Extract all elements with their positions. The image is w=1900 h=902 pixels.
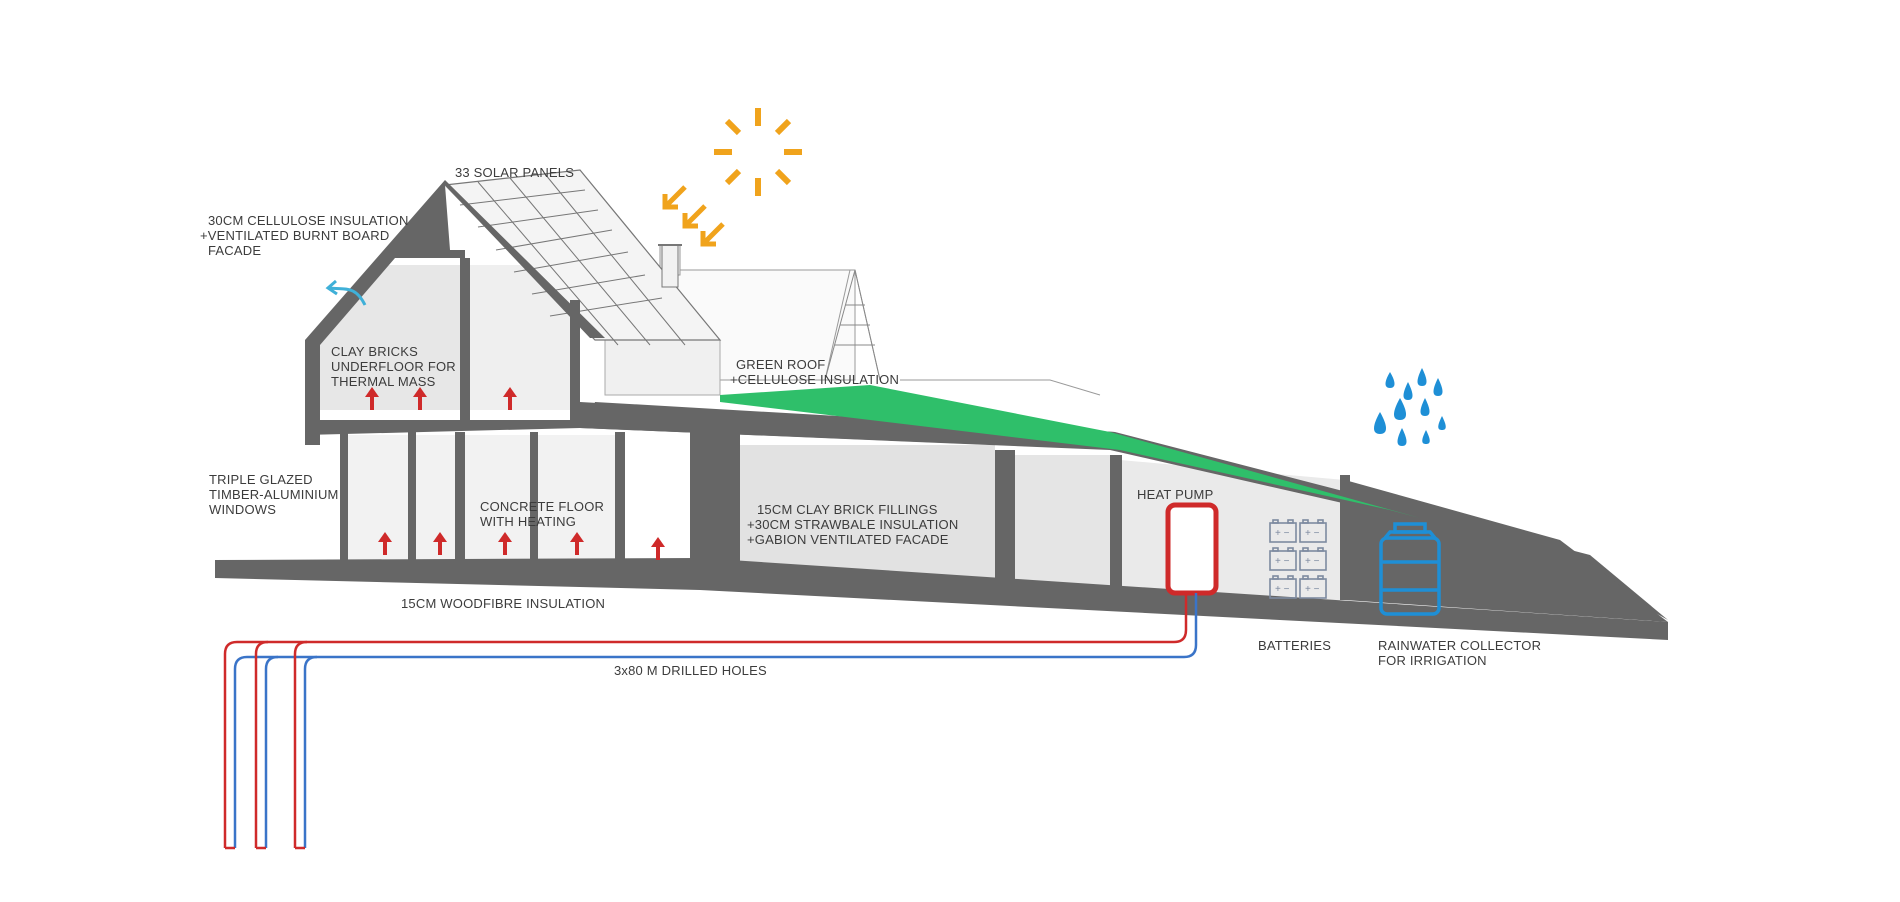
heat-pump-label: HEAT PUMP — [1137, 487, 1214, 502]
concrete-floor-label: CONCRETE FLOOR WITH HEATING — [480, 499, 605, 529]
heat-arrow-icon — [365, 387, 665, 560]
chimney — [658, 244, 682, 288]
rainwater-label: RAINWATER COLLECTOR FOR IRRIGATION — [1378, 638, 1542, 668]
interior-spaces — [310, 265, 1345, 600]
sun-ray-arrow-icon — [662, 185, 725, 247]
heat-pump — [1165, 502, 1219, 596]
batteries-label: BATTERIES — [1258, 638, 1332, 653]
water-tank-icon — [1379, 522, 1441, 616]
svg-text:+ −: + − — [1305, 584, 1320, 595]
windows-label: TRIPLE GLAZED TIMBER-ALUMINIUM WINDOWS — [209, 472, 339, 517]
green-roof-label: GREEN ROOF +CELLULOSE INSULATION — [730, 357, 900, 387]
raindrop-icon — [1374, 368, 1446, 446]
ventilation-arrow-icon — [325, 279, 367, 306]
svg-text:+ −: + − — [1305, 528, 1320, 539]
woodfibre-label: 15CM WOODFIBRE INSULATION — [401, 596, 606, 611]
svg-text:+ −: + − — [1275, 556, 1290, 567]
svg-text:+ −: + − — [1275, 528, 1290, 539]
battery-icon: + − + − + − + − + − + − — [1269, 519, 1327, 599]
clay-fillings-label: 15CM CLAY BRICK FILLINGS +30CM STRAWBALE… — [747, 502, 959, 547]
cellulose-insulation-label: 30CM CELLULOSE INSULATION +VENTILATED BU… — [200, 213, 409, 258]
solar-panel-roof — [443, 169, 722, 346]
clay-bricks-label: CLAY BRICKS UNDERFLOOR FOR THERMAL MASS — [331, 344, 456, 389]
sun-icon — [714, 108, 802, 196]
svg-text:+ −: + − — [1305, 556, 1320, 567]
geothermal-pipes — [223, 593, 1198, 848]
solar-panels-label: 33 SOLAR PANELS — [455, 165, 575, 180]
green-roof — [720, 385, 1420, 518]
svg-text:+ −: + − — [1275, 584, 1290, 595]
drilled-holes-label: 3x80 M DRILLED HOLES — [614, 663, 767, 678]
